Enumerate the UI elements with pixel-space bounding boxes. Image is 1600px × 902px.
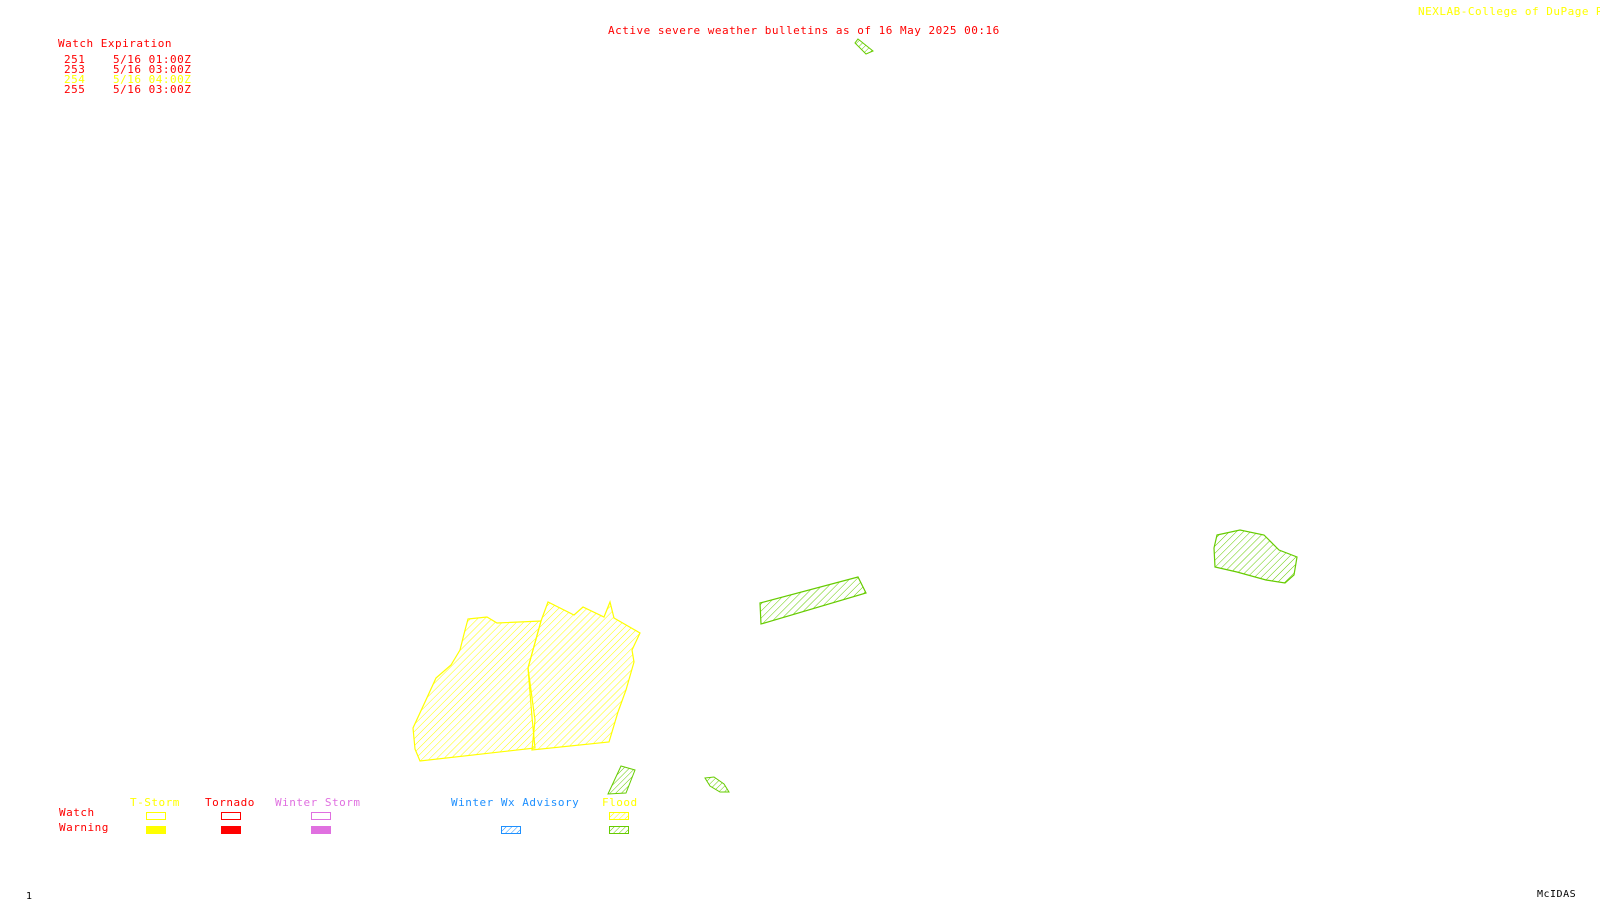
- software-label: McIDAS: [1537, 889, 1577, 900]
- flood-area-north: [854, 38, 874, 55]
- legend-flood-warning-swatch: [609, 826, 629, 834]
- watch-row: 253 5/16 03:00Z: [64, 64, 191, 75]
- tstorm-watch-area-west: [412, 616, 542, 762]
- legend-winter-wx-advisory-label: Winter Wx Advisory: [451, 796, 580, 809]
- flood-area-central-band: [759, 576, 867, 625]
- legend-tornado-label: Tornado: [205, 796, 255, 809]
- watch-id: 255: [64, 83, 86, 96]
- legend-winter-storm-warning-swatch: [311, 826, 331, 834]
- legend-warning-label: Warning: [59, 821, 109, 834]
- watch-id: 254: [64, 73, 86, 86]
- watch-row: 251 5/16 01:00Z: [64, 54, 191, 65]
- watch-expiration-time: 5/16 04:00Z: [113, 73, 192, 86]
- frame-number: 1: [26, 891, 33, 902]
- watch-expiration-time: 5/16 03:00Z: [113, 83, 192, 96]
- legend-winter-storm-label: Winter Storm: [275, 796, 361, 809]
- legend-watch-label: Watch: [59, 806, 95, 819]
- watch-table-heading: Watch Expiration: [58, 37, 172, 50]
- watch-row: 254 5/16 04:00Z: [64, 74, 191, 85]
- legend-flood-watch-swatch: [609, 812, 629, 820]
- tstorm-watch-area-east: [527, 600, 641, 751]
- legend-winter-storm-watch-swatch: [311, 812, 331, 820]
- watch-id: 251: [64, 53, 86, 66]
- flood-area-south-1: [607, 765, 636, 795]
- legend-flood-label: Flood: [602, 796, 638, 809]
- flood-area-east: [1213, 529, 1298, 584]
- watch-expiration-time: 5/16 01:00Z: [113, 53, 192, 66]
- legend-winter-wx-advisory-swatch: [501, 826, 521, 834]
- source-credit: NEXLAB-College of DuPage R: [1418, 5, 1600, 18]
- watch-row: 255 5/16 03:00Z: [64, 84, 191, 95]
- flood-area-south-2: [704, 776, 730, 793]
- watch-id: 253: [64, 63, 86, 76]
- legend-tornado-warning-swatch: [221, 826, 241, 834]
- bulletin-title: Active severe weather bulletins as of 16…: [608, 24, 1000, 37]
- legend-tornado-watch-swatch: [221, 812, 241, 820]
- legend-tstorm-watch-swatch: [146, 812, 166, 820]
- legend-tstorm-warning-swatch: [146, 826, 166, 834]
- legend-tstorm-label: T-Storm: [130, 796, 180, 809]
- watch-expiration-time: 5/16 03:00Z: [113, 63, 192, 76]
